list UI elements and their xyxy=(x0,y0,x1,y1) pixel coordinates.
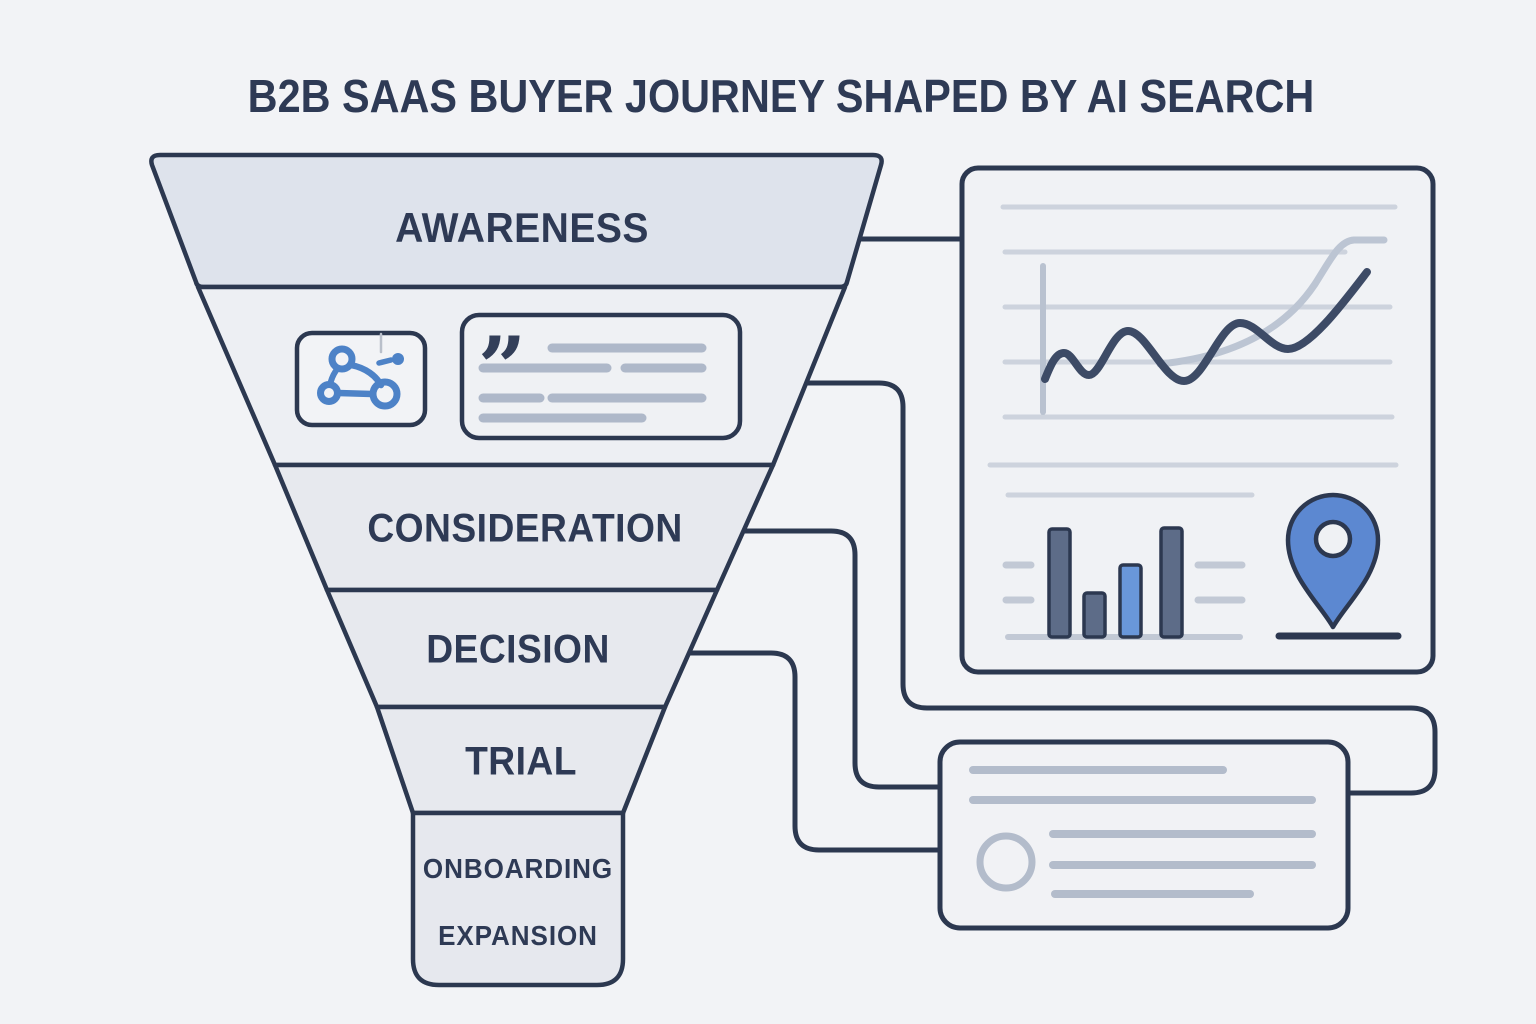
ai-network-link-bottom xyxy=(334,389,376,398)
page-title: B2B SAAS BUYER JOURNEY SHAPED BY AI SEAR… xyxy=(247,70,1315,122)
bar-chart-bars xyxy=(1047,526,1184,639)
ai-network-node-4 xyxy=(392,353,404,365)
connector-band2-to-summary-card xyxy=(799,380,1438,796)
funnel xyxy=(149,152,884,988)
ai-network-link-dot xyxy=(376,357,394,366)
line-chart-gridlines xyxy=(987,204,1399,498)
ai-network-icon xyxy=(317,332,404,410)
line-chart xyxy=(987,204,1399,498)
ai-network-node-2 xyxy=(317,381,341,405)
quote-card-placeholder-lines xyxy=(478,343,707,423)
location-pin-body xyxy=(1285,492,1381,630)
connector-consideration-to-summary-card xyxy=(740,528,947,790)
funnel-stage-postsale-shape xyxy=(410,810,626,988)
connector-decision-to-summary-card xyxy=(686,650,947,853)
funnel-stage-label-awareness: AWARENESS xyxy=(395,204,649,251)
bar-3-highlight xyxy=(1118,563,1143,639)
bar-4 xyxy=(1159,526,1184,639)
bar-chart-ticks xyxy=(1002,561,1246,604)
awareness-content xyxy=(294,312,743,441)
location-pin-icon xyxy=(1275,492,1402,640)
summary-card-placeholder-lines xyxy=(969,766,1316,898)
summary-card xyxy=(937,739,1351,931)
ai-network-icon-box xyxy=(294,330,428,428)
bar-2 xyxy=(1082,591,1107,639)
location-pin-hole xyxy=(1313,519,1353,559)
connector-lines xyxy=(686,236,1438,853)
analytics-panel xyxy=(959,165,1436,675)
bar-1 xyxy=(1047,527,1072,639)
circle-outline-icon xyxy=(976,832,1036,892)
analytics-panel-frame xyxy=(959,165,1436,675)
funnel-stage-label-onboarding: ONBOARDING xyxy=(422,853,614,884)
bar-chart xyxy=(1002,526,1246,640)
dark-trend-line xyxy=(1041,268,1371,385)
funnel-stage-label-decision: DECISION xyxy=(426,627,610,672)
funnel-stage-label-consideration: CONSIDERATION xyxy=(367,506,683,551)
funnel-stage-label-trial: TRIAL xyxy=(465,739,577,784)
ai-network-node-3 xyxy=(369,378,401,410)
ai-network-node-1 xyxy=(328,345,356,373)
funnel-stage-label-expansion: EXPANSION xyxy=(438,920,598,951)
